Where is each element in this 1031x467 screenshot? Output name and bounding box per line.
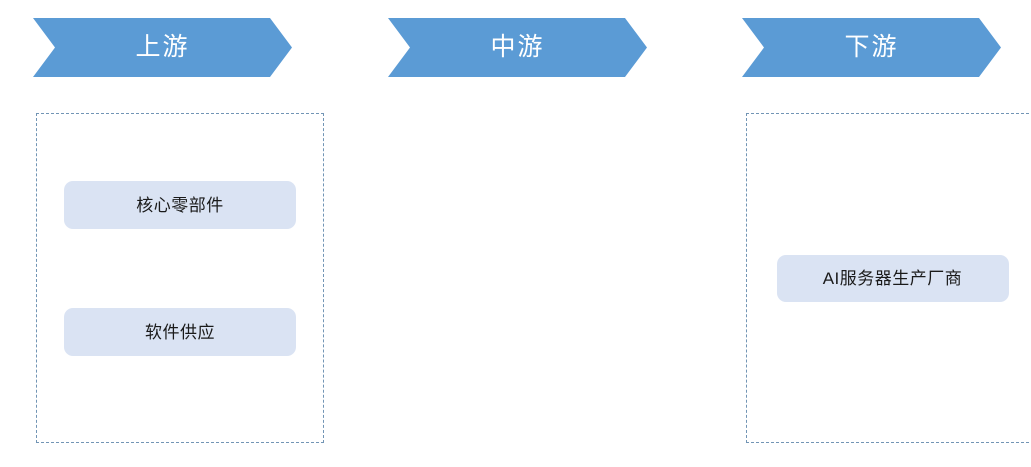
column-midstream: AI服务器生产厂商 (373, 0, 1031, 467)
stage-banner-label-upstream: 上游 (135, 33, 190, 61)
node-ai-server-manufacturers[interactable]: AI服务器生产厂商 (776, 254, 1009, 302)
node-software-supply[interactable]: 软件供应 (64, 308, 296, 356)
stage-banner-upstream: 上游 (33, 18, 292, 77)
node-label-software-supply: 软件供应 (145, 322, 215, 342)
stage-banner-label-downstream: 下游 (844, 33, 899, 61)
node-label-ai-server-manufacturers: AI服务器生产厂商 (822, 268, 963, 288)
column-downstream: 互联网 云计算 数据中心服务商 (724, 0, 1014, 467)
column-upstream: 核心零部件 软件供应 (18, 0, 324, 467)
stage-banner-midstream: 中游 (388, 18, 647, 77)
stage-banner-downstream: 下游 (742, 18, 1001, 77)
node-label-core-components: 核心零部件 (136, 195, 224, 215)
stage-banner-label-midstream: 中游 (490, 33, 545, 61)
stage-group-midstream: AI服务器生产厂商 (746, 113, 1031, 443)
stage-group-upstream: 核心零部件 软件供应 (36, 113, 324, 443)
node-core-components[interactable]: 核心零部件 (64, 181, 296, 229)
